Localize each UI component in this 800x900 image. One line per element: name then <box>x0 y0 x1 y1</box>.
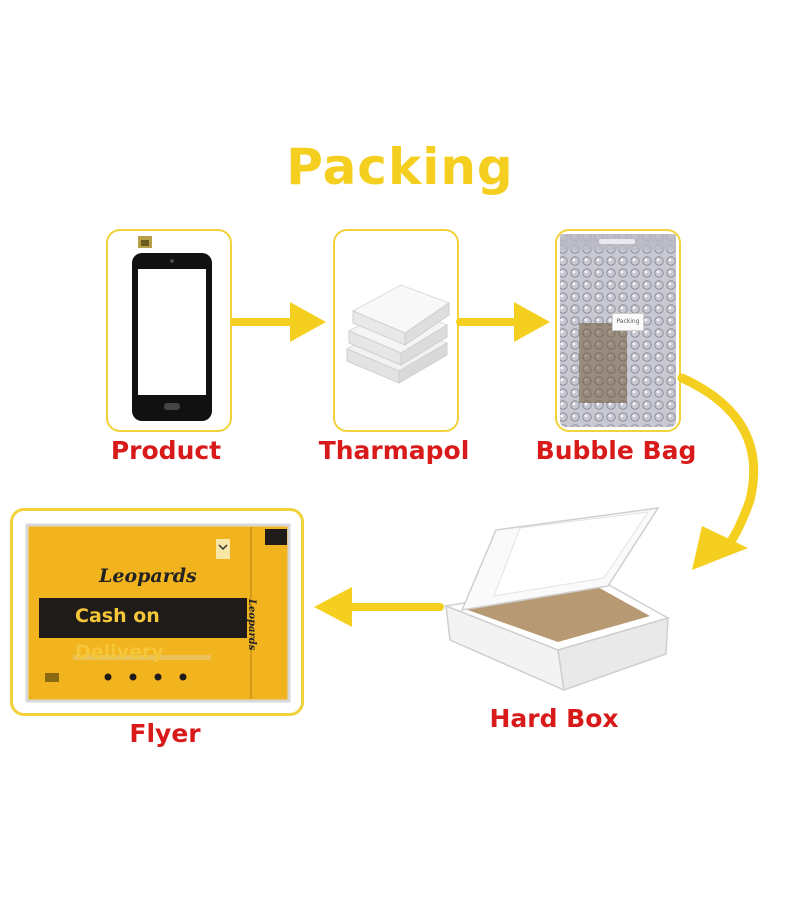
step-label-hard-box: Hard Box <box>489 704 619 733</box>
arrow-tharmapol-to-bubble-bag <box>456 302 550 342</box>
step-label-tharmapol: Tharmapol <box>318 436 470 465</box>
tharmapol-frame <box>333 229 459 432</box>
step-label-flyer: Flyer <box>129 719 201 748</box>
arrow-hard-box-to-flyer <box>314 587 444 627</box>
step-label-product: Product <box>110 436 222 465</box>
flyer-headline: Cash on Delivery <box>39 598 247 663</box>
page-title: Packing <box>286 138 514 196</box>
foam-sheets-icon <box>345 284 451 384</box>
bubble-bag-tag: Packing <box>612 313 644 331</box>
bubble-bag-frame: Packing <box>555 229 681 432</box>
step-label-bubble-bag: Bubble Bag <box>535 436 697 465</box>
phone-screen-icon <box>132 236 212 421</box>
flyer-frame: Leopards Cash on Delivery Leopards <box>10 508 304 716</box>
product-frame <box>106 229 232 432</box>
arrow-bubble-bag-to-hard-box <box>677 373 759 570</box>
flyer-brand: Leopards <box>99 565 197 587</box>
arrow-product-to-tharmapol <box>230 302 326 342</box>
